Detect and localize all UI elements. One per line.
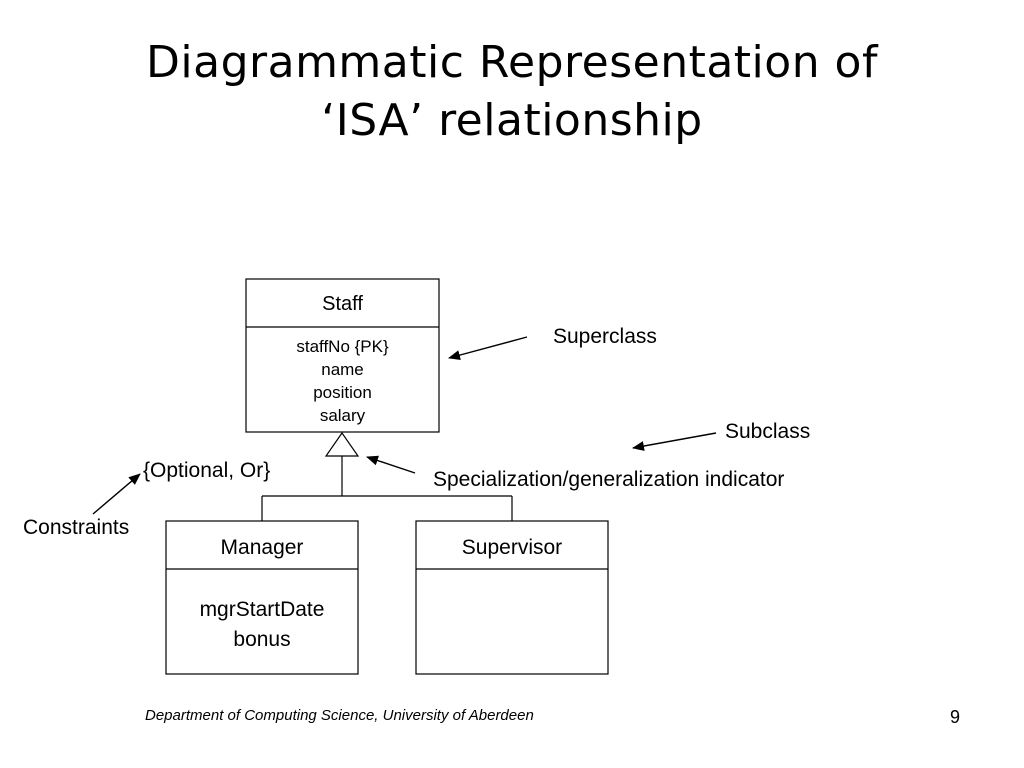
supervisor-class-box: Supervisor bbox=[415, 520, 609, 675]
superclass-label: Superclass bbox=[553, 325, 657, 348]
staff-class-name: Staff bbox=[322, 293, 363, 315]
staff-attribute: position bbox=[313, 383, 372, 402]
subclass-label: Subclass bbox=[725, 420, 810, 443]
staff-attribute: salary bbox=[320, 406, 366, 425]
subclass-arrow bbox=[632, 432, 717, 451]
supervisor-class-name: Supervisor bbox=[462, 536, 562, 559]
constraint-value-label: {Optional, Or} bbox=[143, 459, 270, 482]
staff-attribute: name bbox=[321, 360, 364, 379]
indicator-arrow bbox=[366, 455, 416, 474]
title-line-1: Diagrammatic Representation of bbox=[146, 37, 878, 88]
manager-attribute: mgrStartDate bbox=[200, 598, 325, 621]
staff-box-outline bbox=[245, 278, 440, 433]
constraints-label: Constraints bbox=[23, 516, 129, 539]
supervisor-box-outline bbox=[415, 520, 609, 675]
manager-attribute: bonus bbox=[233, 628, 290, 651]
manager-class-name: Manager bbox=[221, 536, 304, 559]
indicator-label: Specialization/generalization indicator bbox=[433, 468, 784, 491]
constraints-arrow bbox=[92, 473, 141, 515]
manager-box-outline bbox=[165, 520, 359, 675]
manager-class-box: Manager mgrStartDate bonus bbox=[165, 520, 359, 675]
staff-attribute: staffNo {PK} bbox=[296, 337, 389, 356]
staff-class-box: Staff staffNo {PK} name position salary bbox=[245, 278, 440, 433]
generalization-triangle bbox=[324, 431, 360, 457]
page-number: 9 bbox=[950, 707, 961, 727]
footer-text: Department of Computing Science, Univers… bbox=[145, 707, 534, 724]
slide-title: Diagrammatic Representation of ‘ISA’ rel… bbox=[0, 34, 1024, 150]
superclass-arrow bbox=[448, 336, 528, 360]
title-line-2: ‘ISA’ relationship bbox=[321, 95, 703, 146]
